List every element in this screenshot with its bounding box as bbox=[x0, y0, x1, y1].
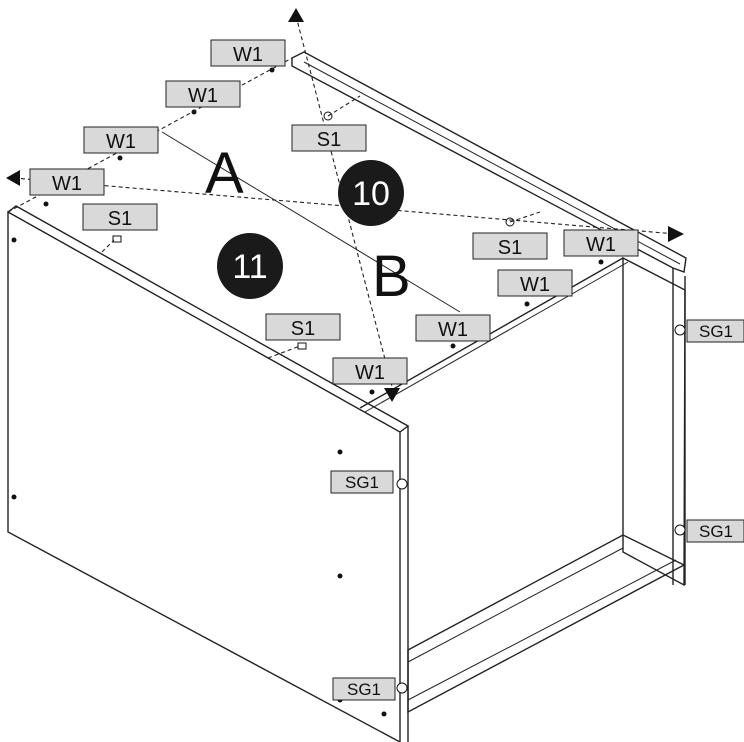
svg-text:SG1: SG1 bbox=[347, 680, 381, 699]
label-s1: S1 bbox=[291, 124, 367, 152]
svg-text:SG1: SG1 bbox=[699, 522, 733, 541]
svg-text:W1: W1 bbox=[188, 85, 218, 107]
arrow-head bbox=[288, 8, 304, 22]
sg1-peg bbox=[674, 324, 686, 336]
arrow-head bbox=[384, 388, 400, 402]
screw-hole bbox=[381, 711, 387, 717]
top-back-rail bbox=[291, 51, 687, 273]
label-w1: W1 bbox=[415, 314, 491, 342]
panel-letter-b: B bbox=[372, 244, 411, 309]
label-sg1: SG1 bbox=[686, 319, 744, 343]
screw-hole bbox=[11, 494, 17, 500]
label-s1: S1 bbox=[472, 232, 548, 260]
screw-hole bbox=[11, 237, 17, 243]
step-badge-11: 11 bbox=[217, 233, 283, 299]
svg-text:SG1: SG1 bbox=[345, 473, 379, 492]
label-sg1: SG1 bbox=[686, 519, 744, 543]
top-panel-seam bbox=[161, 131, 461, 313]
svg-text:W1: W1 bbox=[586, 234, 616, 256]
label-w1: W1 bbox=[497, 269, 573, 297]
bottom-shelf bbox=[407, 534, 686, 714]
step-number: 10 bbox=[352, 175, 390, 213]
arrow-head bbox=[668, 226, 684, 242]
left-side-panel bbox=[7, 210, 401, 742]
label-w1: W1 bbox=[165, 80, 241, 108]
left-panel-top-edge bbox=[7, 205, 410, 433]
label-sg1: SG1 bbox=[330, 470, 394, 494]
arrow-head bbox=[6, 170, 20, 186]
step-number: 11 bbox=[232, 248, 267, 286]
screw-hole bbox=[337, 449, 343, 455]
screw-hole bbox=[337, 573, 343, 579]
svg-text:S1: S1 bbox=[291, 318, 315, 340]
sg1-peg bbox=[674, 524, 686, 536]
label-s1: S1 bbox=[265, 313, 341, 341]
panel-letter-a: A bbox=[205, 141, 244, 206]
svg-text:S1: S1 bbox=[317, 129, 341, 151]
step-badge-10: 10 bbox=[338, 160, 404, 226]
label-w1: W1 bbox=[210, 39, 286, 67]
svg-text:W1: W1 bbox=[106, 131, 136, 153]
label-w1: W1 bbox=[83, 126, 159, 154]
w1-fittings bbox=[43, 67, 604, 395]
label-w1: W1 bbox=[29, 168, 105, 196]
svg-text:W1: W1 bbox=[355, 362, 385, 384]
label-w1: W1 bbox=[332, 357, 408, 385]
svg-text:W1: W1 bbox=[438, 319, 468, 341]
sg1-peg bbox=[396, 478, 408, 490]
svg-text:W1: W1 bbox=[520, 274, 550, 296]
right-side-panel bbox=[622, 256, 686, 587]
svg-text:S1: S1 bbox=[108, 208, 132, 230]
svg-text:W1: W1 bbox=[233, 44, 263, 66]
label-s1: S1 bbox=[82, 203, 158, 231]
svg-text:W1: W1 bbox=[52, 173, 82, 195]
sg1-peg bbox=[396, 682, 408, 694]
cabinet-drawing bbox=[7, 51, 687, 742]
label-sg1: SG1 bbox=[332, 677, 396, 701]
label-w1: W1 bbox=[563, 229, 639, 257]
svg-text:S1: S1 bbox=[498, 237, 522, 259]
svg-text:SG1: SG1 bbox=[699, 322, 733, 341]
